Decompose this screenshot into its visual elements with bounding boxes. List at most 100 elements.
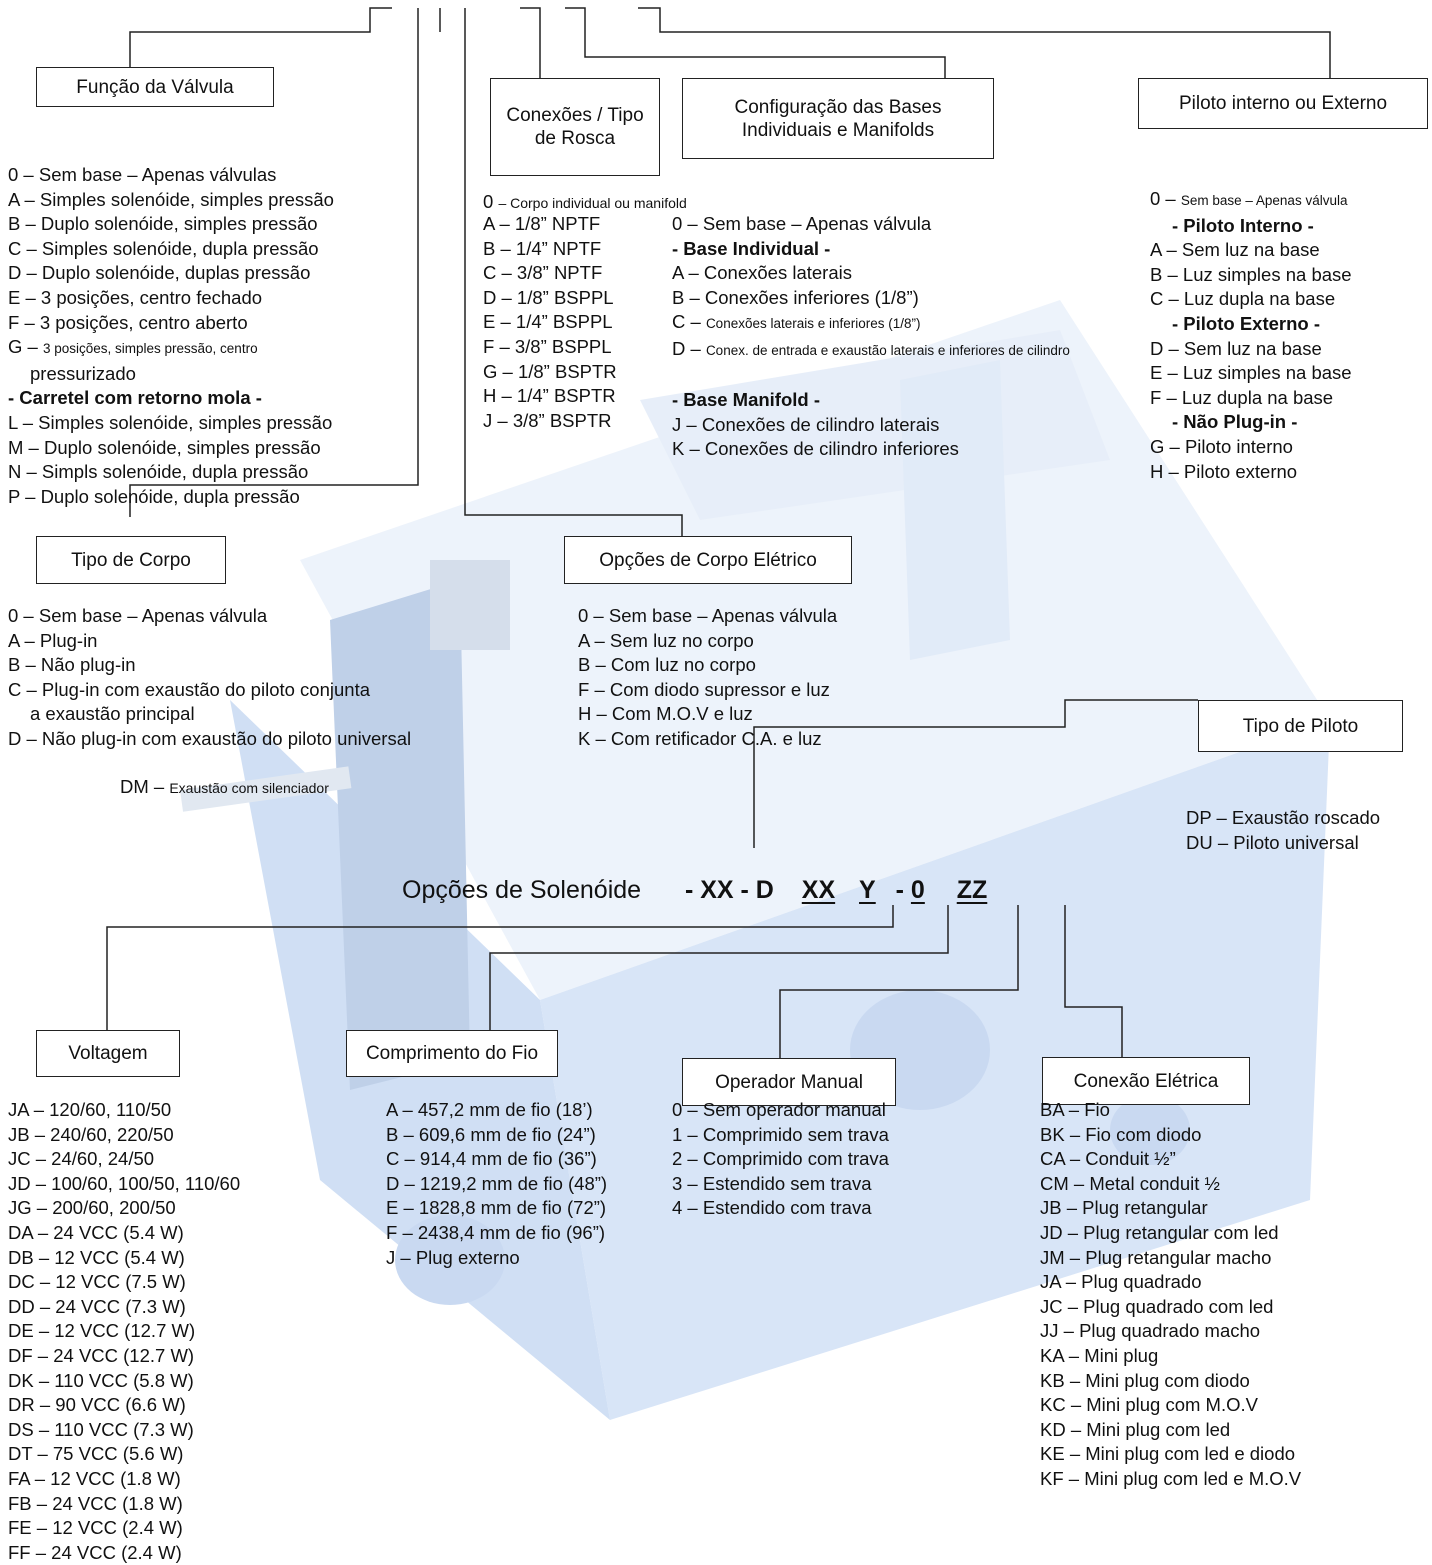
list-item: N – Simpls solenóide, dupla pressão bbox=[8, 461, 309, 483]
list-item: JM – Plug retangular macho bbox=[1040, 1246, 1272, 1268]
list-item: A – Simples solenóide, simples pressão bbox=[8, 188, 334, 210]
list-item: L – Simples solenóide, simples pressão bbox=[8, 411, 333, 433]
list-item: DU – Piloto universal bbox=[1186, 831, 1359, 853]
dm-option: DM – Exaustão com silenciador bbox=[120, 776, 329, 798]
list-item: JD – 100/60, 100/50, 110/60 bbox=[8, 1172, 241, 1194]
list-item: M – Duplo solenóide, simples pressão bbox=[8, 436, 321, 458]
list-item: C – 3/8” NPTF bbox=[483, 262, 603, 284]
list-item: - Base Individual - bbox=[672, 237, 831, 259]
list-item: E – 3 posições, centro fechado bbox=[8, 286, 263, 308]
list-item: DE – 12 VCC (12.7 W) bbox=[8, 1320, 196, 1342]
code-seg-y: Y bbox=[859, 876, 876, 904]
list-item: DD – 24 VCC (7.3 W) bbox=[8, 1295, 186, 1317]
code-seg-zz: ZZ bbox=[956, 876, 988, 904]
list-item: JJ – Plug quadrado macho bbox=[1040, 1320, 1261, 1342]
code-seg-dash: - bbox=[895, 876, 904, 904]
list-item: DA – 24 VCC (5.4 W) bbox=[8, 1221, 184, 1243]
dm-text: Exaustão com silenciador bbox=[169, 780, 329, 796]
list-item: G – 1/8” BSPTR bbox=[483, 360, 617, 382]
list-item: 0 – Sem base – Apenas válvulas bbox=[8, 164, 277, 185]
list-item: KB – Mini plug com diodo bbox=[1040, 1369, 1250, 1391]
list-item: D – Não plug-in com exaustão do piloto u… bbox=[8, 727, 412, 749]
voltagem-box: Voltagem bbox=[36, 1030, 180, 1077]
list-item: B – Não plug-in bbox=[8, 654, 136, 676]
operador-manual-box: Operador Manual bbox=[682, 1058, 896, 1106]
list-item: J – Plug externo bbox=[386, 1246, 520, 1268]
list-item: D – 1219,2 mm de fio (48”) bbox=[386, 1172, 608, 1194]
list-item: JB – 240/60, 220/50 bbox=[8, 1123, 174, 1145]
list-item: JC – Plug quadrado com led bbox=[1040, 1295, 1274, 1317]
conexao-eletrica-box: Conexão Elétrica bbox=[1042, 1057, 1250, 1105]
funcao-list: 0 – Sem base – Apenas válvulas A – Simple… bbox=[8, 163, 334, 509]
list-item: DK – 110 VCC (5.8 W) bbox=[8, 1369, 194, 1391]
list-item: 0 – Sem base – Apenas válvula bbox=[8, 605, 268, 626]
list-item: B – 609,6 mm de fio (24”) bbox=[386, 1123, 596, 1145]
list-item: KC – Mini plug com M.O.V bbox=[1040, 1394, 1258, 1416]
solenoid-code-line: Opções de Solenóide - XX - D XX Y - 0 ZZ bbox=[402, 876, 987, 905]
configuracao-list: 0 – Sem base – Apenas válvula- Base Indi… bbox=[672, 212, 1070, 462]
list-item: D – 1/8” BSPPL bbox=[483, 286, 614, 308]
list-item bbox=[672, 364, 1070, 389]
list-item: - Carretel com retorno mola - bbox=[8, 387, 262, 409]
list-item: F – 2438,4 mm de fio (96”) bbox=[386, 1221, 606, 1243]
list-item: - Não Plug-in - bbox=[1172, 411, 1298, 433]
list-item: JG – 200/60, 200/50 bbox=[8, 1197, 176, 1219]
conexoes-box: Conexões / Tipo de Rosca bbox=[490, 78, 660, 176]
list-item: - Base Manifold - bbox=[672, 389, 821, 411]
list-item: FA – 12 VCC (1.8 W) bbox=[8, 1467, 181, 1489]
list-item: J – 3/8” BSPTR bbox=[483, 409, 612, 431]
list-item: D – Conex. de entrada e exaustão laterai… bbox=[672, 337, 1070, 359]
list-item: JA – 120/60, 110/50 bbox=[8, 1099, 172, 1120]
list-item: BA – Fio bbox=[1040, 1099, 1110, 1120]
list-item: DT – 75 VCC (5.6 W) bbox=[8, 1443, 184, 1465]
list-item: DB – 12 VCC (5.4 W) bbox=[8, 1246, 185, 1268]
list-item: - Piloto Externo - bbox=[1172, 312, 1320, 334]
list-item: B – Luz simples na base bbox=[1150, 263, 1352, 285]
list-item: H – Piloto externo bbox=[1150, 460, 1298, 482]
list-item: KD – Mini plug com led bbox=[1040, 1418, 1231, 1440]
code-label: Opções de Solenóide bbox=[402, 876, 642, 904]
funcao-valvula-box: Função da Válvula bbox=[36, 67, 274, 107]
configuracao-box: Configuração das Bases Individuais e Man… bbox=[682, 78, 994, 159]
tipo-piloto-list: DP – Exaustão roscado DU – Piloto univers… bbox=[1186, 806, 1380, 855]
list-item: B – Duplo solenóide, simples pressão bbox=[8, 213, 318, 235]
list-item: F – Luz dupla na base bbox=[1150, 386, 1334, 408]
list-item: A – 457,2 mm de fio (18’) bbox=[386, 1099, 593, 1120]
list-item: C – Conexões laterais e inferiores (1/8”… bbox=[672, 311, 921, 333]
code-seg-xx: XX bbox=[801, 876, 836, 904]
list-item: pressurizado bbox=[30, 362, 136, 384]
list-item: a exaustão principal bbox=[30, 703, 195, 725]
list-item: DF – 24 VCC (12.7 W) bbox=[8, 1344, 195, 1366]
list-item: B – 1/4” NPTF bbox=[483, 237, 602, 259]
list-item: A – Sem luz na base bbox=[1150, 239, 1320, 261]
list-item: F – 3 posições, centro aberto bbox=[8, 311, 248, 333]
list-item: F – Com diodo supressor e luz bbox=[578, 678, 830, 700]
list-item: DC – 12 VCC (7.5 W) bbox=[8, 1271, 186, 1293]
list-item: FB – 24 VCC (1.8 W) bbox=[8, 1492, 183, 1514]
opcoes-corpo-eletrico-box: Opções de Corpo Elétrico bbox=[564, 536, 852, 584]
list-item: JD – Plug retangular com led bbox=[1040, 1221, 1279, 1243]
comprimento-fio-box: Comprimento do Fio bbox=[346, 1030, 558, 1077]
list-item: DP – Exaustão roscado bbox=[1186, 807, 1381, 828]
list-item: E – Luz simples na base bbox=[1150, 362, 1352, 384]
list-item: 0 – Sem base – Apenas válvula bbox=[1150, 188, 1348, 209]
list-item: H – Com M.O.V e luz bbox=[578, 703, 753, 725]
list-item: FE – 12 VCC (2.4 W) bbox=[8, 1517, 183, 1539]
dm-code: DM – bbox=[120, 776, 170, 797]
conexoes-header-code: 0 bbox=[483, 191, 499, 212]
list-item: K – Com retificador C.A. e luz bbox=[578, 727, 822, 749]
code-seg-0: 0 bbox=[910, 876, 925, 904]
list-item: J – Conexões de cilindro laterais bbox=[672, 413, 940, 435]
list-item: K – Conexões de cilindro inferiores bbox=[672, 438, 959, 460]
list-item: C – Luz dupla na base bbox=[1150, 288, 1336, 310]
list-item: B – Com luz no corpo bbox=[578, 654, 756, 676]
list-item: G – Piloto interno bbox=[1150, 435, 1293, 457]
conexoes-header-text: – Corpo individual ou manifold bbox=[498, 195, 687, 211]
list-item: A – Sem luz no corpo bbox=[578, 629, 754, 651]
